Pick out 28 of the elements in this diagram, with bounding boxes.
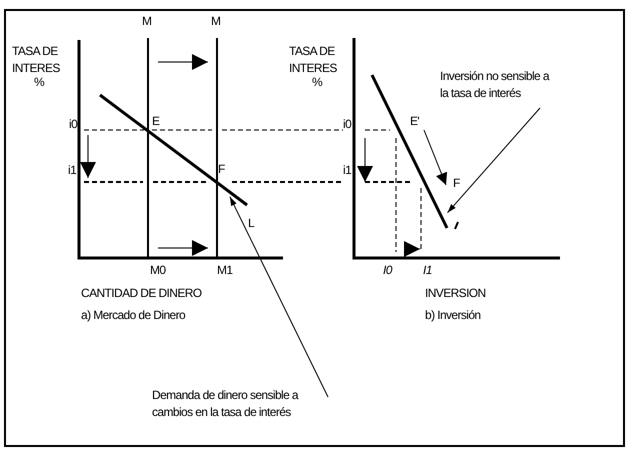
tick-label: i1 [68,163,76,177]
chart-caption: a) Mercado de Dinero [81,308,186,322]
tick-label: M0 [150,263,166,277]
point-label: E' [410,114,420,128]
curve-label: L [248,216,254,230]
axis-title: INVERSION [425,286,486,300]
line-label: M [142,14,152,28]
leader-line [229,196,328,398]
axis-title: % [34,75,44,89]
tick-label: M1 [217,263,232,277]
chart-caption: b) Inversión [425,308,480,322]
tick-label: I1 [423,263,432,277]
point-label: E [152,114,160,128]
axis-title: % [312,75,322,89]
axis-title: TASA DE INTERES [12,43,61,77]
point-label: F [453,176,460,190]
tick-label: i0 [69,117,78,131]
axis-title: TASA DE INTERES [289,43,338,77]
tick-label: i0 [343,117,352,131]
annotation-text: Demanda de dinero sensible a cambios en la tasa de interés [152,387,302,421]
demand-curve [99,94,248,206]
line-label: M [211,14,220,28]
tick-label: i1 [343,163,352,177]
annotation-text: Inversión no sensible a la tasa de interés [440,68,552,102]
point-label: F [218,162,225,176]
axis-title: CANTIDAD DE DINERO [81,286,202,300]
leader-line [447,108,540,214]
tick-label: I0 [383,263,392,277]
